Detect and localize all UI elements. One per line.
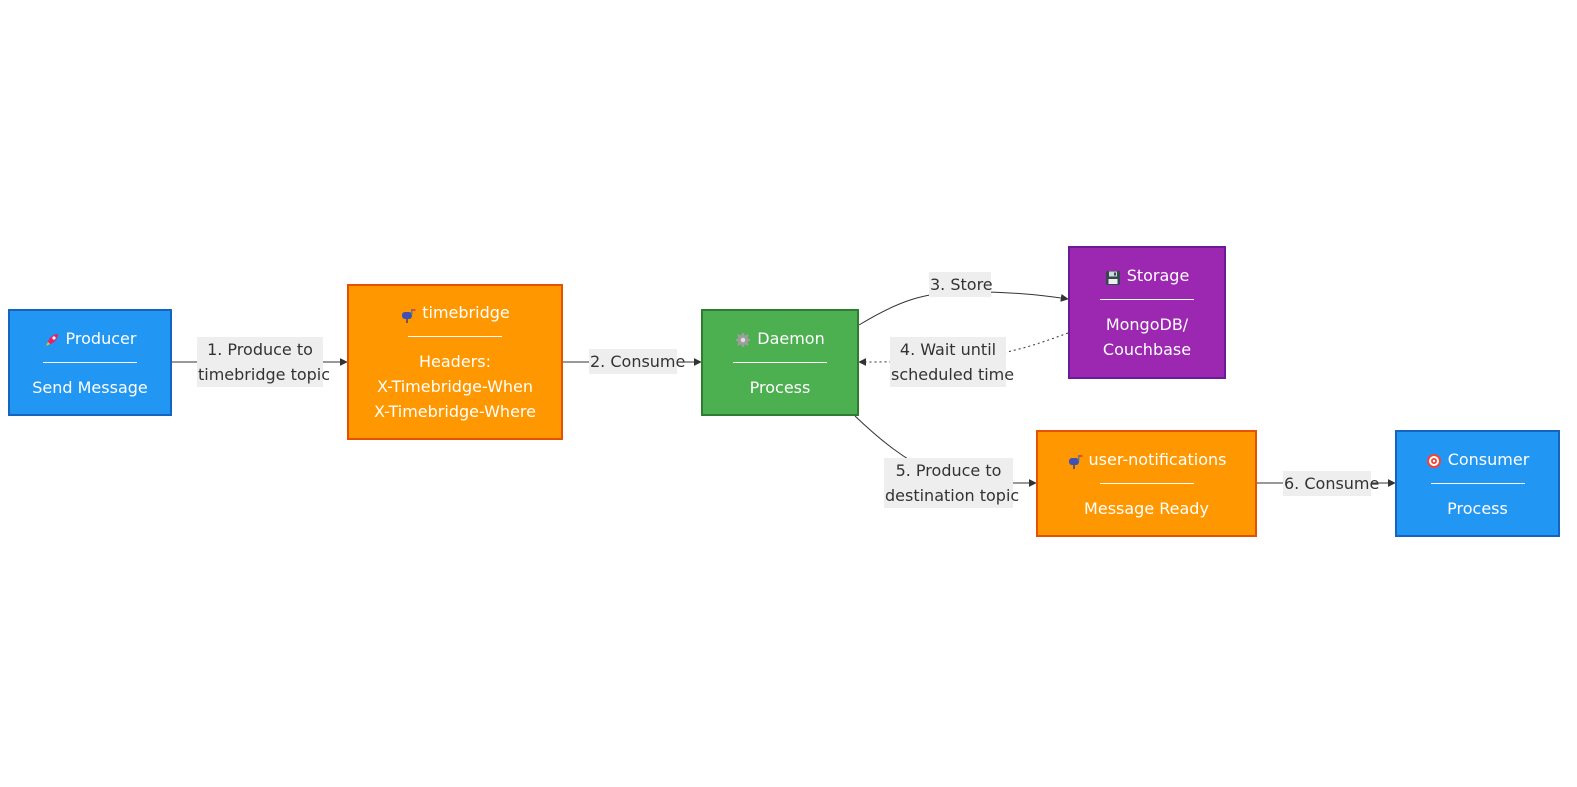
consumer-title: Consumer — [1447, 449, 1530, 469]
edge-label-1-line-2: timebridge topic — [198, 365, 331, 384]
edge-label-2: 2. Consume — [589, 349, 686, 374]
floppy-disk-icon — [1105, 268, 1121, 285]
daemon-divider — [733, 361, 827, 363]
storage-divider — [1100, 299, 1194, 300]
producer-node: Producer Send Message — [8, 309, 172, 416]
edge-label-3-line-1: 3. Store — [930, 275, 993, 294]
daemon-line-1: Process — [749, 377, 811, 397]
edge-label-5: 5. Produce to destination topic — [884, 458, 1020, 508]
user-notifications-divider — [1099, 482, 1194, 484]
mailbox-icon — [1067, 451, 1083, 469]
storage-title: Storage — [1126, 266, 1190, 285]
timebridge-line-3: X-Timebridge-Where — [374, 402, 536, 421]
producer-line-1: Send Message — [32, 377, 148, 397]
edge-label-5-line-1: 5. Produce to — [895, 461, 1002, 480]
storage-line-1: MongoDB/ — [1105, 315, 1189, 334]
edge-label-1: 1. Produce to timebridge topic — [197, 337, 331, 387]
timebridge-line-2: X-Timebridge-When — [376, 377, 534, 396]
timebridge-line-1: Headers: — [419, 352, 491, 371]
edge-label-3: 3. Store — [929, 272, 993, 297]
edge-label-4-line-1: 4. Wait until — [899, 340, 997, 359]
producer-divider — [43, 361, 137, 363]
edge-label-5-line-2: destination topic — [885, 486, 1020, 505]
timebridge-node: timebridge Headers: X-Timebridge-When X-… — [347, 284, 563, 440]
target-icon — [1426, 451, 1442, 468]
edge-label-4: 4. Wait until scheduled time — [890, 337, 1015, 387]
edge-label-1-line-1: 1. Produce to — [207, 340, 313, 359]
edge-label-6-line-1: 6. Consume — [1284, 474, 1380, 493]
daemon-node: Daemon Process — [701, 309, 859, 416]
edge-label-4-line-2: scheduled time — [891, 365, 1015, 384]
storage-node: Storage MongoDB/ Couchbase — [1068, 246, 1226, 379]
producer-title: Producer — [65, 328, 137, 348]
timebridge-title: timebridge — [422, 303, 510, 322]
storage-line-2: Couchbase — [1102, 340, 1192, 359]
daemon-title: Daemon — [757, 328, 825, 348]
edge-label-6: 6. Consume — [1283, 471, 1380, 496]
user-notifications-line-1: Message Ready — [1084, 498, 1209, 518]
consumer-line-1: Process — [1447, 498, 1508, 518]
edge-label-2-line-1: 2. Consume — [590, 352, 686, 371]
mailbox-icon — [400, 305, 416, 323]
consumer-node: Consumer Process — [1395, 430, 1560, 537]
rocket-icon — [44, 330, 60, 346]
consumer-divider — [1430, 482, 1525, 484]
timebridge-divider — [408, 336, 502, 337]
gear-icon — [735, 330, 751, 347]
user-notifications-node: user-notifications Message Ready — [1036, 430, 1257, 537]
user-notifications-title: user-notifications — [1088, 449, 1227, 469]
